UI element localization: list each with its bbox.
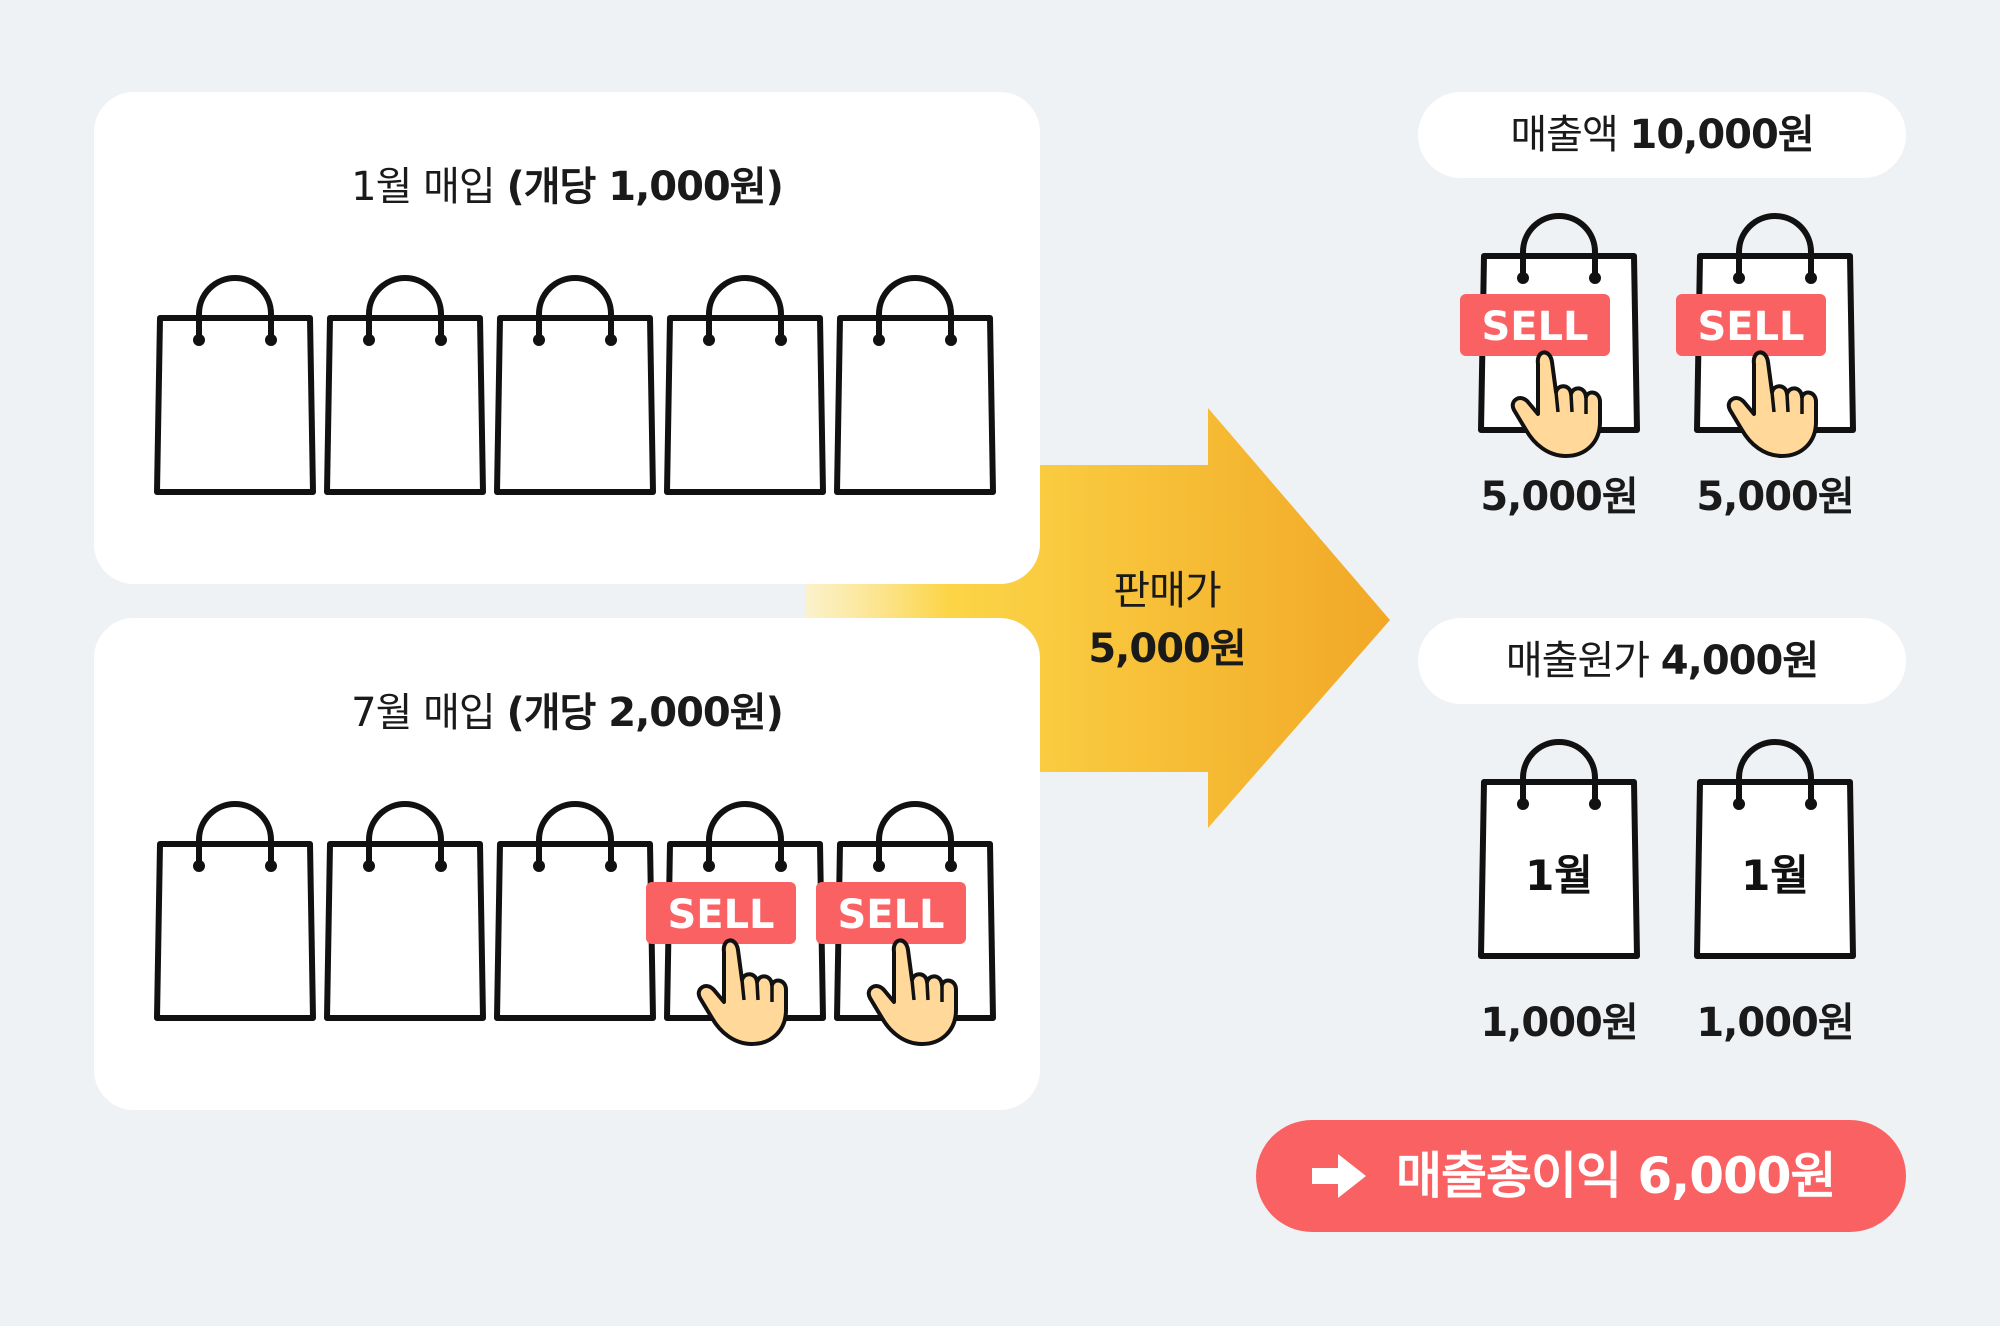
- january-purchase-card: 1월 매입 (개당 1,000원): [94, 92, 1040, 584]
- arrow-label-line1: 판매가: [1113, 568, 1221, 614]
- shopping-bag-icon: [324, 275, 486, 495]
- svg-text:SELL: SELL: [837, 892, 944, 938]
- july-title-light: 7월 매입: [351, 690, 496, 736]
- shopping-bag-icon: [324, 801, 486, 1021]
- bag-month-label: 1월: [1525, 851, 1593, 900]
- sell-tag: SELL: [1460, 294, 1610, 356]
- gross-profit-label: 매출총이익 6,000원: [1396, 1147, 1837, 1205]
- cost-item-price: 1,000원: [1696, 1000, 1854, 1046]
- shopping-bag-icon: [494, 275, 656, 495]
- january-title-light: 1월 매입: [351, 164, 496, 210]
- arrow-label: 판매가 5,000원: [1017, 562, 1317, 678]
- shopping-bag-icon: SELL: [1460, 213, 1640, 458]
- july-purchase-card: 7월 매입 (개당 2,000원) SELL SELL: [94, 618, 1040, 1110]
- july-card-title: 7월 매입 (개당 2,000원): [94, 680, 1040, 738]
- july-title-bold: (개당 2,000원): [506, 690, 783, 736]
- pointing-hand-icon: [696, 938, 788, 1046]
- shopping-bag-icon: [154, 801, 316, 1021]
- shopping-bag-icon: [154, 275, 316, 495]
- shopping-bag-icon: 1월: [1478, 739, 1640, 959]
- cost-label-light: 매출원가: [1505, 638, 1650, 684]
- pointing-hand-icon: [866, 938, 958, 1046]
- arrow-right-icon: [1312, 1154, 1366, 1198]
- shopping-bag-icon: [664, 275, 826, 495]
- cost-pill: 매출원가 4,000원: [1418, 618, 1906, 704]
- arrow-label-line2: 5,000원: [1088, 626, 1246, 672]
- svg-text:SELL: SELL: [667, 892, 774, 938]
- shopping-bag-icon: [494, 801, 656, 1021]
- cost-item-price: 1,000원: [1480, 1000, 1638, 1046]
- sell-tag: SELL: [816, 882, 966, 944]
- revenue-pill: 매출액 10,000원: [1418, 92, 1906, 178]
- sell-tag: SELL: [1676, 294, 1826, 356]
- january-card-title: 1월 매입 (개당 1,000원): [94, 154, 1040, 212]
- pointing-hand-icon: [1726, 350, 1818, 458]
- revenue-item-price: 5,000원: [1696, 474, 1854, 520]
- bag-month-label: 1월: [1741, 851, 1809, 900]
- shopping-bag-icon: SELL: [1676, 213, 1856, 458]
- january-title-bold: (개당 1,000원): [506, 164, 783, 210]
- shopping-bag-icon: SELL: [646, 801, 826, 1046]
- revenue-item-price: 5,000원: [1480, 474, 1638, 520]
- svg-text:SELL: SELL: [1481, 304, 1588, 350]
- revenue-label-light: 매출액: [1510, 112, 1618, 158]
- shopping-bag-icon: [834, 275, 996, 495]
- pointing-hand-icon: [1510, 350, 1602, 458]
- cost-label-bold: 4,000원: [1660, 638, 1819, 684]
- sell-tag: SELL: [646, 882, 796, 944]
- shopping-bag-icon: 1월: [1694, 739, 1856, 959]
- shopping-bag-icon: SELL: [816, 801, 996, 1046]
- svg-text:SELL: SELL: [1697, 304, 1804, 350]
- gross-profit-pill: 매출총이익 6,000원: [1256, 1120, 1906, 1232]
- revenue-label-bold: 10,000원: [1629, 112, 1814, 158]
